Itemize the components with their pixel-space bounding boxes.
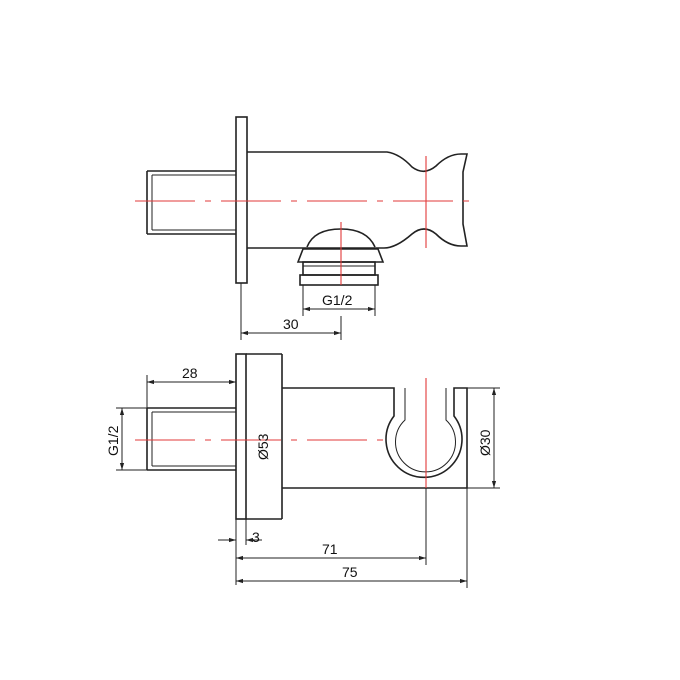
front-dim-flange-thickness: 3	[218, 519, 262, 585]
front-dim-thread-label: G1/2	[105, 425, 121, 456]
front-flange-plate	[235, 353, 247, 520]
front-dim-cradle-dia: Ø30	[467, 387, 500, 489]
front-dim-thread: G1/2	[105, 407, 147, 471]
front-dim-cradle-reach-label: 71	[322, 541, 338, 557]
front-dim-flange-dia: Ø53	[255, 433, 271, 460]
front-holder-arm	[282, 387, 468, 489]
front-dim-overall-length: 75	[236, 488, 468, 588]
side-dim-depth: 30	[240, 283, 342, 340]
front-thread-pipe	[146, 407, 236, 471]
side-dim-depth-label: 30	[283, 316, 299, 332]
side-thread-pipe	[146, 170, 236, 235]
side-dim-thread-label: G1/2	[322, 292, 353, 308]
front-dim-flange-dia-label: Ø53	[255, 433, 271, 460]
front-dim-thread-length-label: 28	[182, 365, 198, 381]
side-holder-body	[247, 151, 468, 249]
front-dim-flange-thickness-label: 3	[252, 529, 260, 545]
side-flange-plate	[235, 116, 248, 284]
side-dim-thread: G1/2	[302, 285, 376, 316]
side-view: G1/2 30	[135, 116, 478, 340]
front-dim-overall-length-label: 75	[342, 564, 358, 580]
front-dim-cradle-dia-label: Ø30	[477, 429, 493, 456]
front-dim-cradle-reach: 71	[236, 488, 427, 565]
front-dim-thread-length: 28	[146, 365, 236, 408]
front-view: 28 G1/2 Ø53 Ø30 3	[105, 353, 500, 588]
